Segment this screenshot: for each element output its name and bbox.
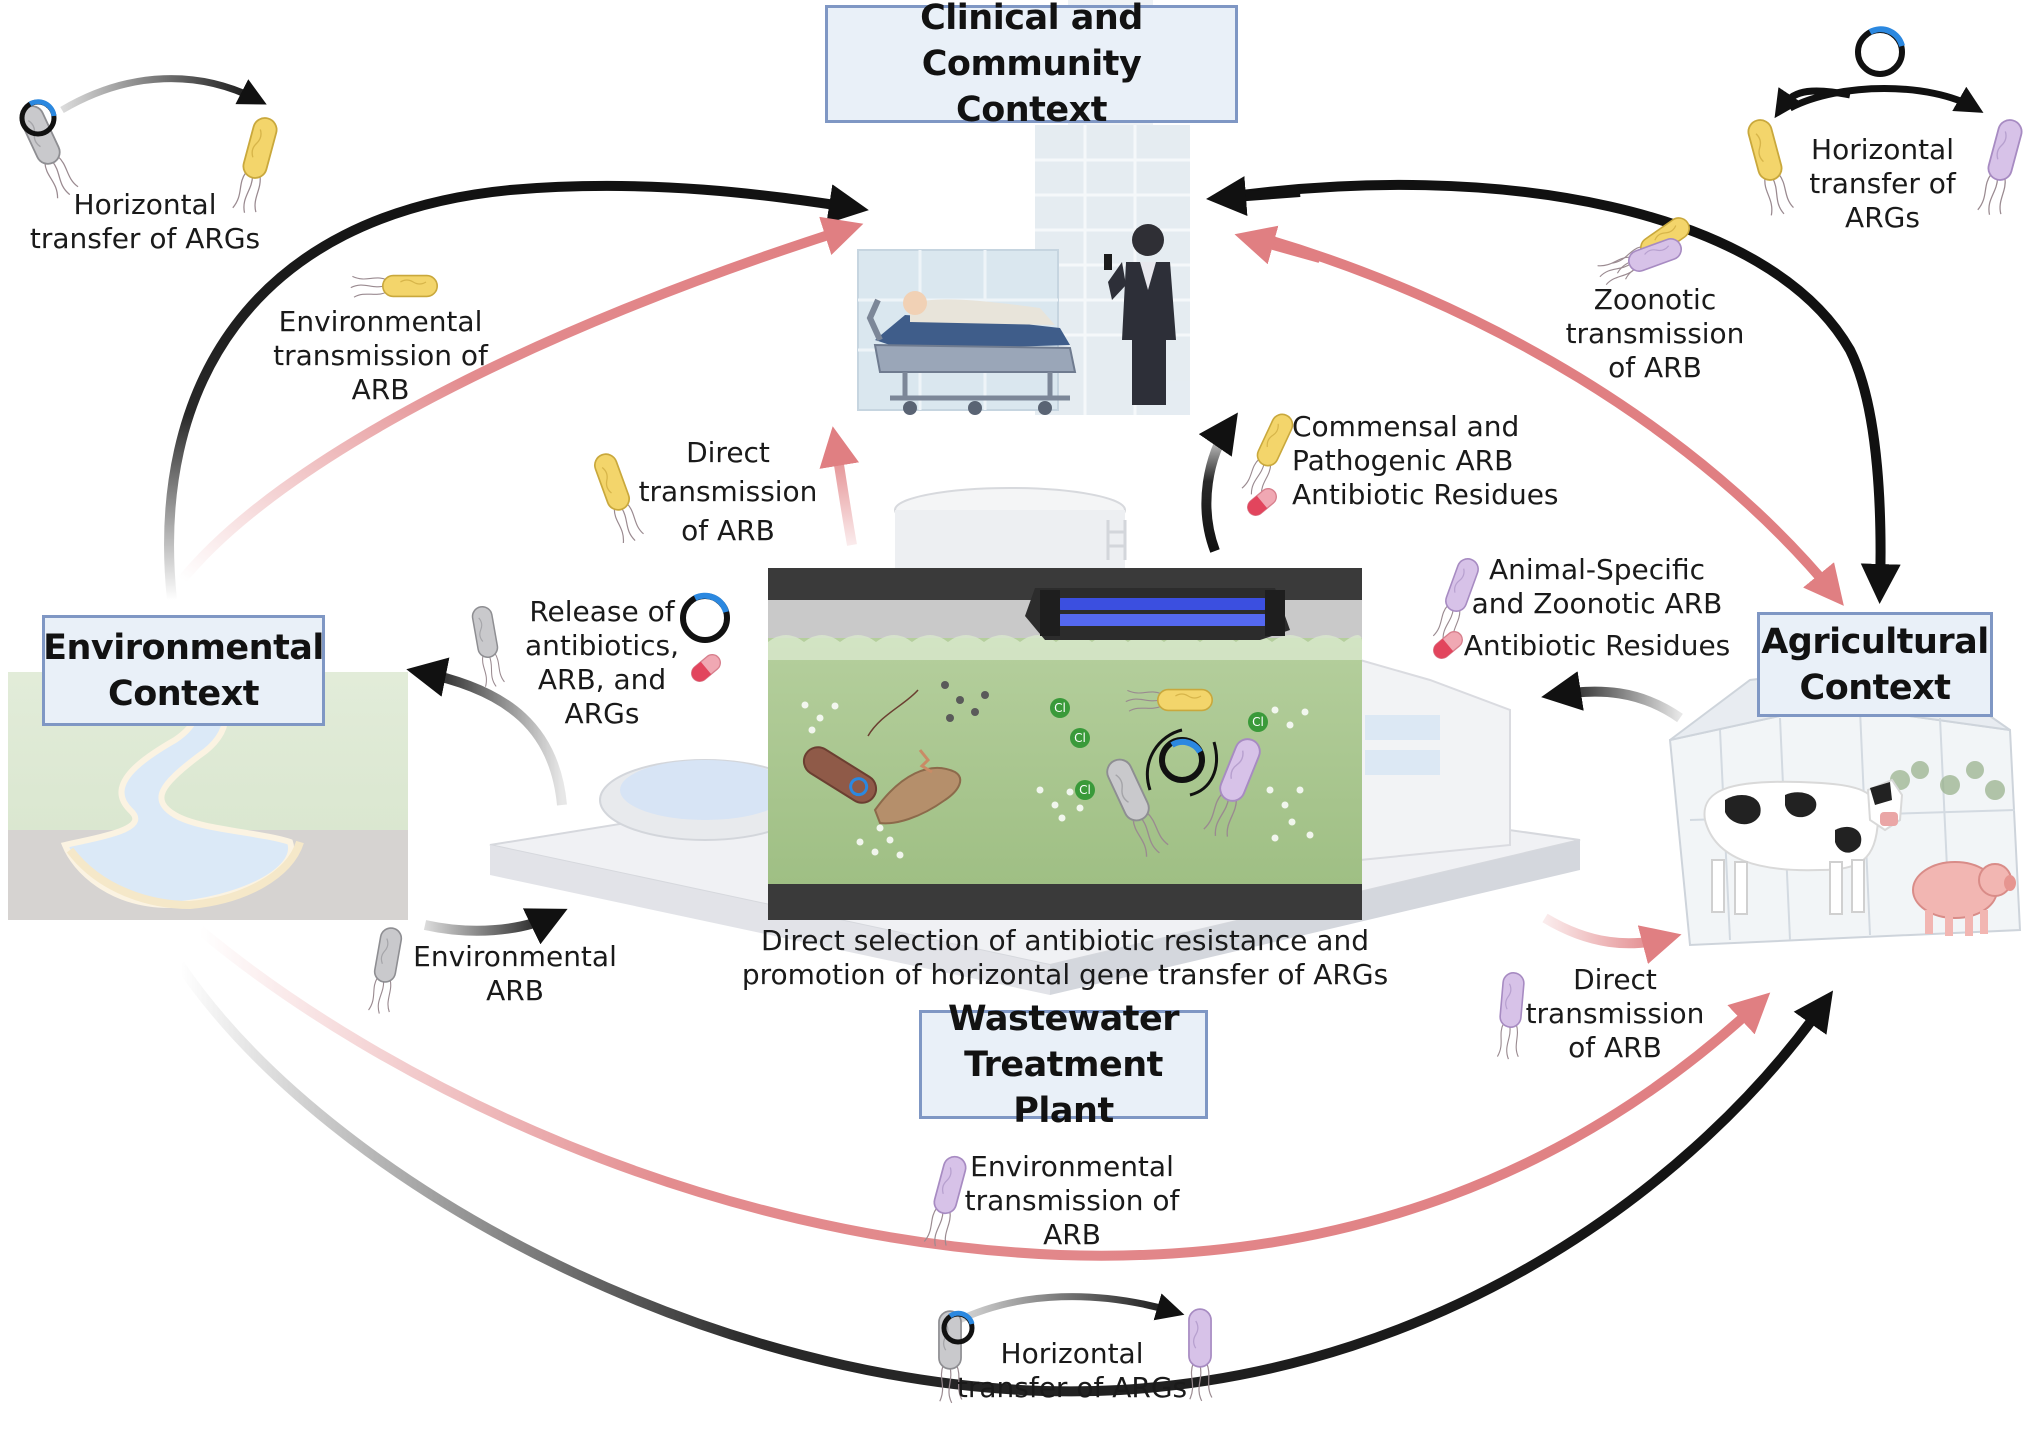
environmental-context-title-line2: Context bbox=[108, 673, 259, 714]
clinical-context-title-line1: Clinical and Community bbox=[920, 0, 1143, 84]
direct-selection-caption: Direct selection of antibiotic resistanc… bbox=[741, 924, 1389, 991]
environmental-context-title-line1: Environmental bbox=[43, 627, 324, 668]
chloride-symbol: Cl bbox=[1079, 783, 1091, 797]
chloride-markers bbox=[1050, 698, 1268, 800]
clinical-context-title-line2: Context bbox=[956, 90, 1107, 130]
agricultural-context-title-line2: Context bbox=[1799, 667, 1951, 708]
chloride-symbol: Cl bbox=[1074, 731, 1086, 745]
pig-icon bbox=[1912, 861, 2016, 936]
doctor-icon bbox=[1104, 224, 1176, 405]
agricultural-context-title-line1: Agricultural bbox=[1761, 621, 1989, 662]
uv-lamp-icon bbox=[1025, 588, 1290, 640]
wwtp-context-title-line1: Wastewater bbox=[948, 998, 1179, 1039]
chloride-symbol: Cl bbox=[1252, 715, 1264, 729]
cow-icon bbox=[1703, 778, 1904, 915]
wwtp-context-title-line2: Treatment Plant bbox=[964, 1044, 1163, 1131]
patient-bed-icon bbox=[866, 291, 1077, 415]
treatment-tank-icon bbox=[768, 568, 1362, 920]
chloride-symbol: Cl bbox=[1054, 701, 1066, 715]
